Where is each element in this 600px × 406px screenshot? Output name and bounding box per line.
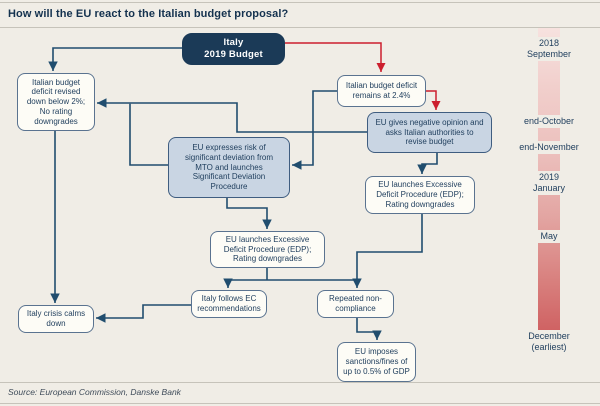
timeline-label-may: May [509,230,589,243]
edge-italy-to-revised [48,47,182,71]
edge-noncompliance-to-sanctions [356,318,382,340]
chart-title: How will the EU react to the Italian bud… [8,8,289,20]
node-follows-ec: Italy follows EC recommendations [191,290,267,318]
divider-under-title [0,27,600,28]
divider-bottom [0,403,600,404]
node-deficit-revised: Italian budget deficit revised down belo… [17,73,95,131]
node-deviation-procedure: EU expresses risk of significant deviati… [168,137,290,198]
edge-sdp-to-revised-join [129,103,168,166]
node-italy-2019-budget: Italy 2019 Budget [182,33,285,65]
divider-top [0,2,600,3]
timeline-label-december: December (earliest) [509,330,589,354]
node-edp-mid: EU launches Excessive Deficit Procedure … [210,231,325,268]
edge-follows-to-calms [96,304,191,323]
timeline-label-end-october: end-October [509,115,589,128]
node-crisis-calms: Italy crisis calms down [18,305,94,333]
edge-sdp-to-edp-mid [226,198,272,229]
edge-remains-to-sdp [292,90,337,170]
divider-above-source [0,382,600,383]
node-deficit-remains: Italian budget deficit remains at 2.4% [337,75,426,107]
node-negative-opinion: EU gives negative opinion and asks Itali… [367,112,492,153]
source-note: Source: European Commission, Danske Bank [8,387,181,397]
node-sanctions: EU imposes sanctions/fines of up to 0.5%… [337,342,416,382]
edge-remains-to-negative [426,90,441,110]
timeline-label-end-november: end-November [509,141,589,154]
edge-edp-right-to-noncompliance [352,214,423,288]
edge-negative-to-edp-right [417,153,438,174]
edge-negative-to-revised [97,98,367,133]
timeline-label-2018-september: 2018 September [509,37,589,61]
timeline-label-2019-january: 2019 January [509,171,589,195]
edge-italy-to-remains [285,42,386,72]
node-non-compliance: Repeated non- compliance [317,290,394,318]
node-edp-right: EU launches Excessive Deficit Procedure … [365,176,475,214]
